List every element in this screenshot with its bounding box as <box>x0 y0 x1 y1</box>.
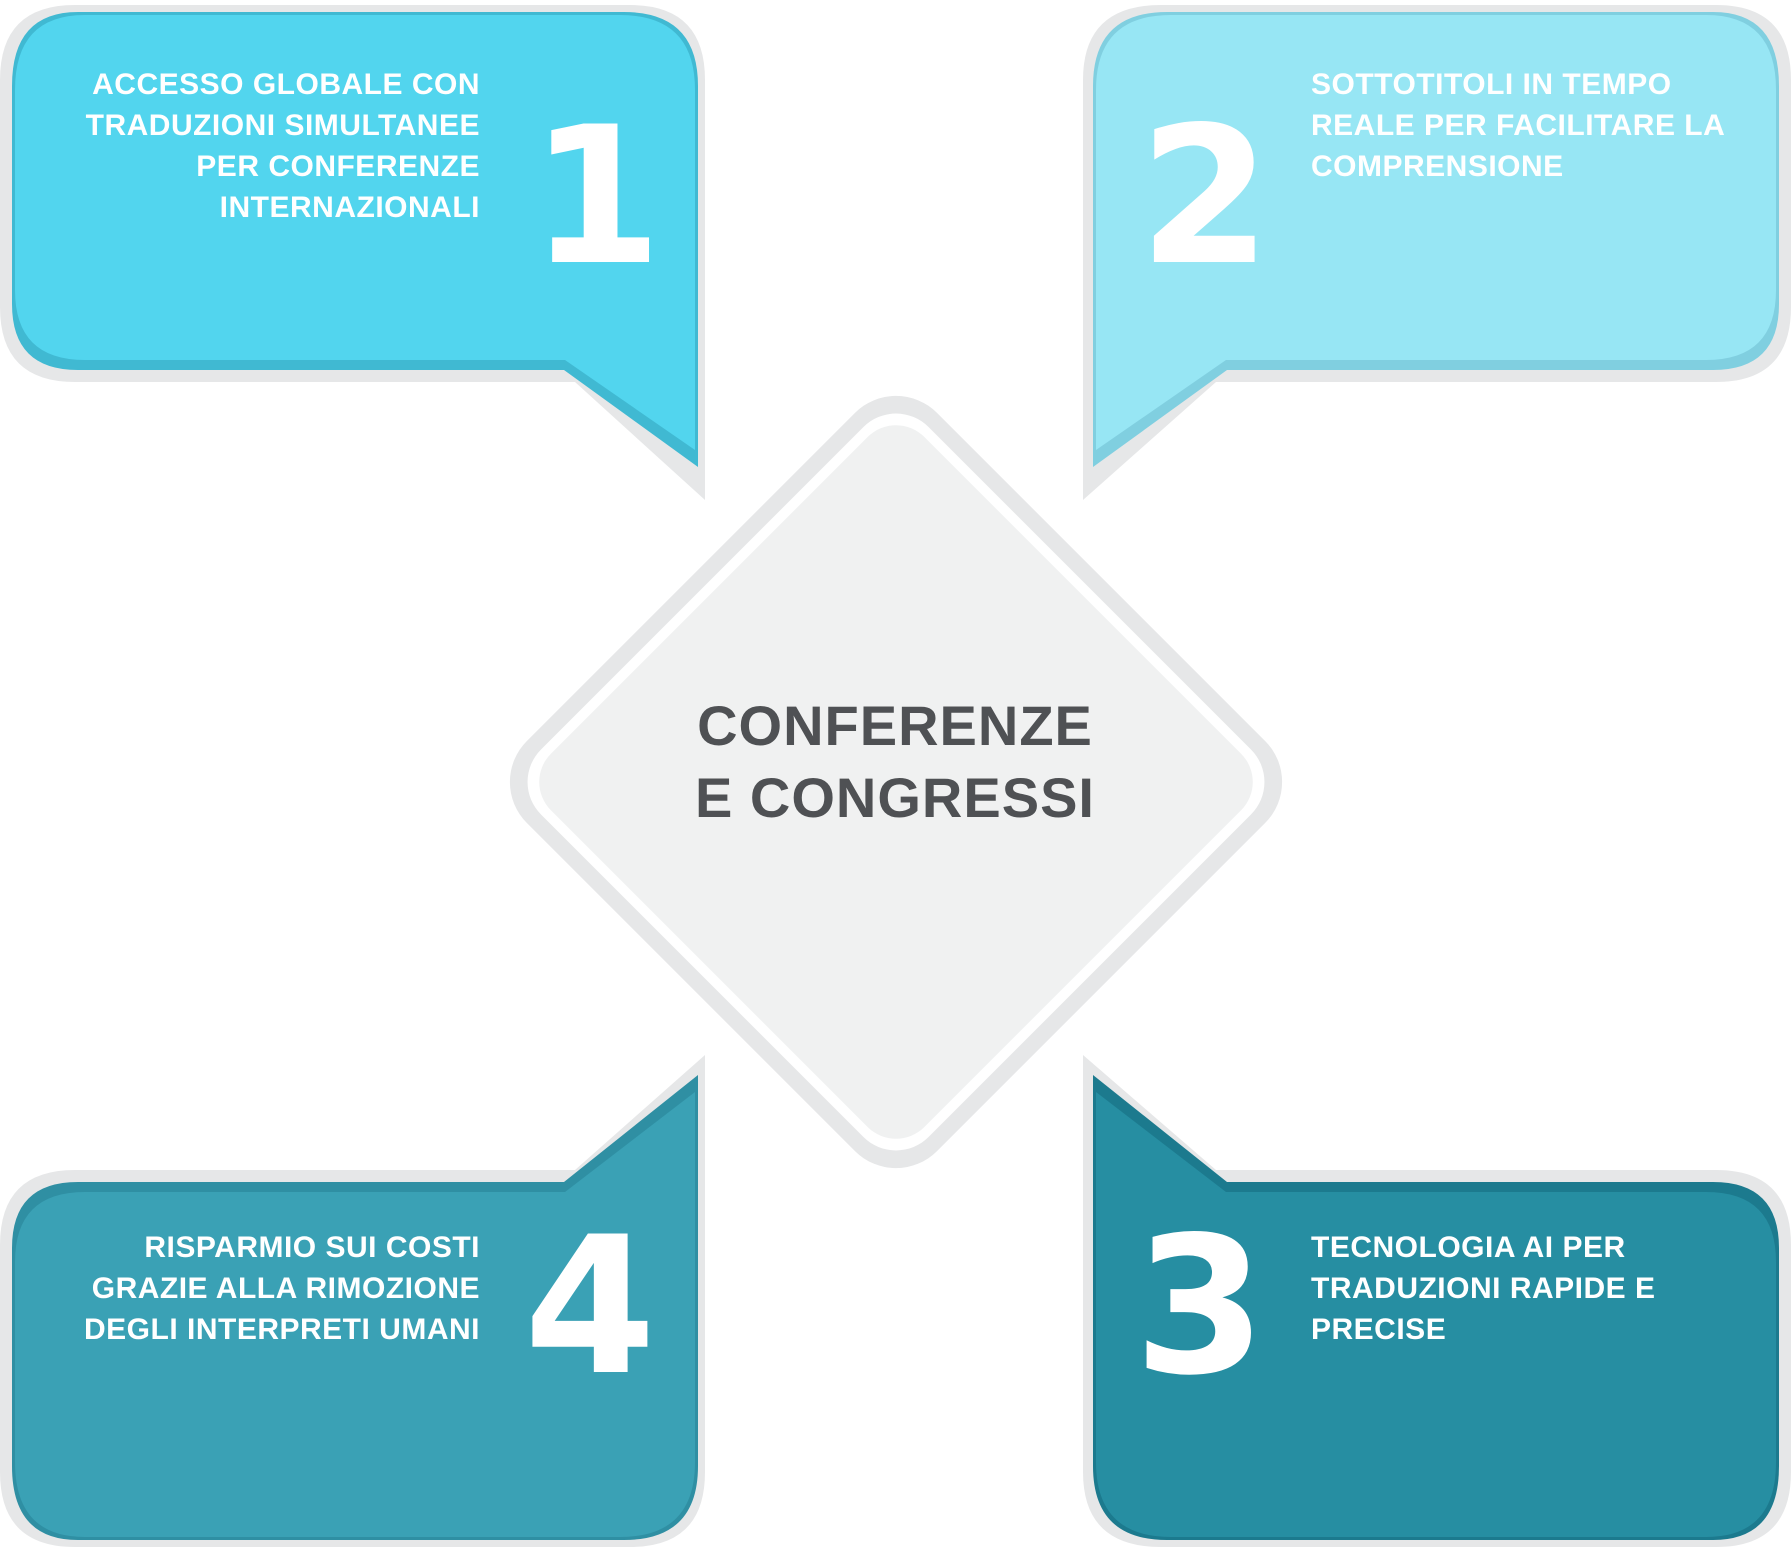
callout-3-text: TECNOLOGIA AI PER TRADUZIONI RAPIDE E PR… <box>1311 1227 1656 1350</box>
callout-1-line: ACCESSO GLOBALE CON <box>92 68 480 101</box>
callout-4-line: DEGLI INTERPRETI UMANI <box>83 1313 480 1346</box>
callout-3-fill <box>1096 1092 1776 1537</box>
center-diamond <box>509 395 1283 1169</box>
callout-2-line: SOTTOTITOLI IN TEMPO <box>1311 68 1672 101</box>
callout-2 <box>1083 5 1791 500</box>
callout-2-number: 2 <box>1138 86 1272 307</box>
callout-1-line: INTERNAZIONALI <box>219 191 480 224</box>
callout-3-line: TRADUZIONI RAPIDE E <box>1311 1272 1656 1305</box>
callout-3-line: PRECISE <box>1311 1313 1447 1346</box>
callout-1-line: PER CONFERENZE <box>196 150 480 183</box>
callout-2-fill <box>1096 15 1776 450</box>
callout-2-text: SOTTOTITOLI IN TEMPO REALE PER FACILITAR… <box>1311 64 1725 187</box>
callout-2-line: REALE PER FACILITARE LA <box>1311 109 1726 142</box>
callout-1-number: 1 <box>529 86 663 307</box>
callout-4-line: GRAZIE ALLA RIMOZIONE <box>91 1272 480 1305</box>
callout-2-line: COMPRENSIONE <box>1311 150 1564 183</box>
callout-3-number: 3 <box>1133 1196 1267 1417</box>
center-title-line-2: E CONGRESSI <box>695 766 1095 829</box>
callout-3 <box>1083 1055 1791 1547</box>
center-title-line-1: CONFERENZE <box>697 694 1093 757</box>
callout-1-fill <box>15 15 695 450</box>
callout-4 <box>0 1055 705 1547</box>
callout-1-text: ACCESSO GLOBALE CON TRADUZIONI SIMULTANE… <box>86 64 480 228</box>
callout-1 <box>0 5 705 500</box>
callout-1-line: TRADUZIONI SIMULTANEE <box>85 109 480 142</box>
callout-4-fill <box>15 1092 695 1537</box>
callout-3-line: TECNOLOGIA AI PER <box>1311 1231 1626 1264</box>
callout-4-line: RISPARMIO SUI COSTI <box>144 1231 480 1264</box>
callout-4-text: RISPARMIO SUI COSTI GRAZIE ALLA RIMOZION… <box>84 1227 480 1350</box>
center-title: CONFERENZE E CONGRESSI <box>595 690 1195 834</box>
callout-4-number: 4 <box>523 1196 657 1417</box>
